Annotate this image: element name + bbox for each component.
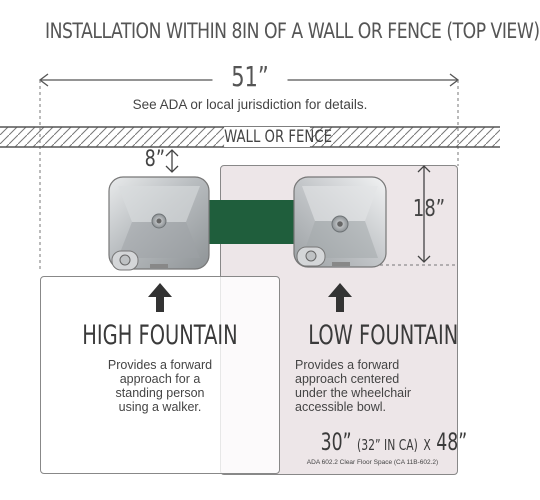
high-fountain-description: Provides a forward approach for a standi… bbox=[40, 358, 280, 414]
high-fountain-arrow-icon bbox=[148, 283, 172, 312]
description-line: using a walker. bbox=[118, 400, 202, 414]
wall-label: WALL OR FENCE bbox=[224, 127, 332, 147]
low-fountain-arrow-icon bbox=[328, 283, 352, 312]
high-fountain-title: HIGH FOUNTAIN bbox=[82, 320, 238, 351]
low-fountain-description: Provides a forward approach centered und… bbox=[295, 358, 415, 414]
approach-arrows bbox=[148, 283, 352, 312]
depth-label: 18” bbox=[412, 196, 446, 222]
high-fountain-unit bbox=[108, 176, 210, 271]
description-line: Provides a forward bbox=[295, 358, 400, 372]
low-fountain-unit bbox=[293, 176, 387, 268]
description-line: Provides a forward bbox=[107, 358, 213, 372]
description-line: under the wheelchair bbox=[295, 386, 412, 400]
clear-floor-depth: 48” bbox=[436, 428, 468, 456]
description-line: approach centered bbox=[295, 372, 400, 386]
overall-width-label: 51” bbox=[212, 60, 288, 93]
clear-floor-width: 30” bbox=[320, 428, 352, 456]
low-fountain-title: LOW FOUNTAIN bbox=[308, 320, 459, 351]
clear-floor-separator: X bbox=[423, 436, 431, 454]
fountain-connector bbox=[200, 200, 304, 244]
clear-floor-dimension: 30” (32” IN CA) X 48” bbox=[320, 428, 468, 456]
diagram-canvas: INSTALLATION WITHIN 8IN OF A WALL OR FEN… bbox=[0, 19, 540, 475]
description-line: accessible bowl. bbox=[295, 400, 387, 414]
clear-floor-note: ADA 602.2 Clear Floor Space (CA 11B-602.… bbox=[306, 459, 439, 466]
wall-offset-label: 8” bbox=[144, 147, 165, 172]
depth-arrow bbox=[380, 165, 458, 266]
description-line: standing person bbox=[115, 386, 205, 400]
ada-note: See ADA or local jurisdiction for detail… bbox=[132, 97, 368, 112]
description-line: approach for a bbox=[119, 372, 201, 386]
clear-floor-ca-width: (32” IN CA) bbox=[357, 436, 418, 454]
wall-offset-arrow bbox=[165, 149, 179, 173]
